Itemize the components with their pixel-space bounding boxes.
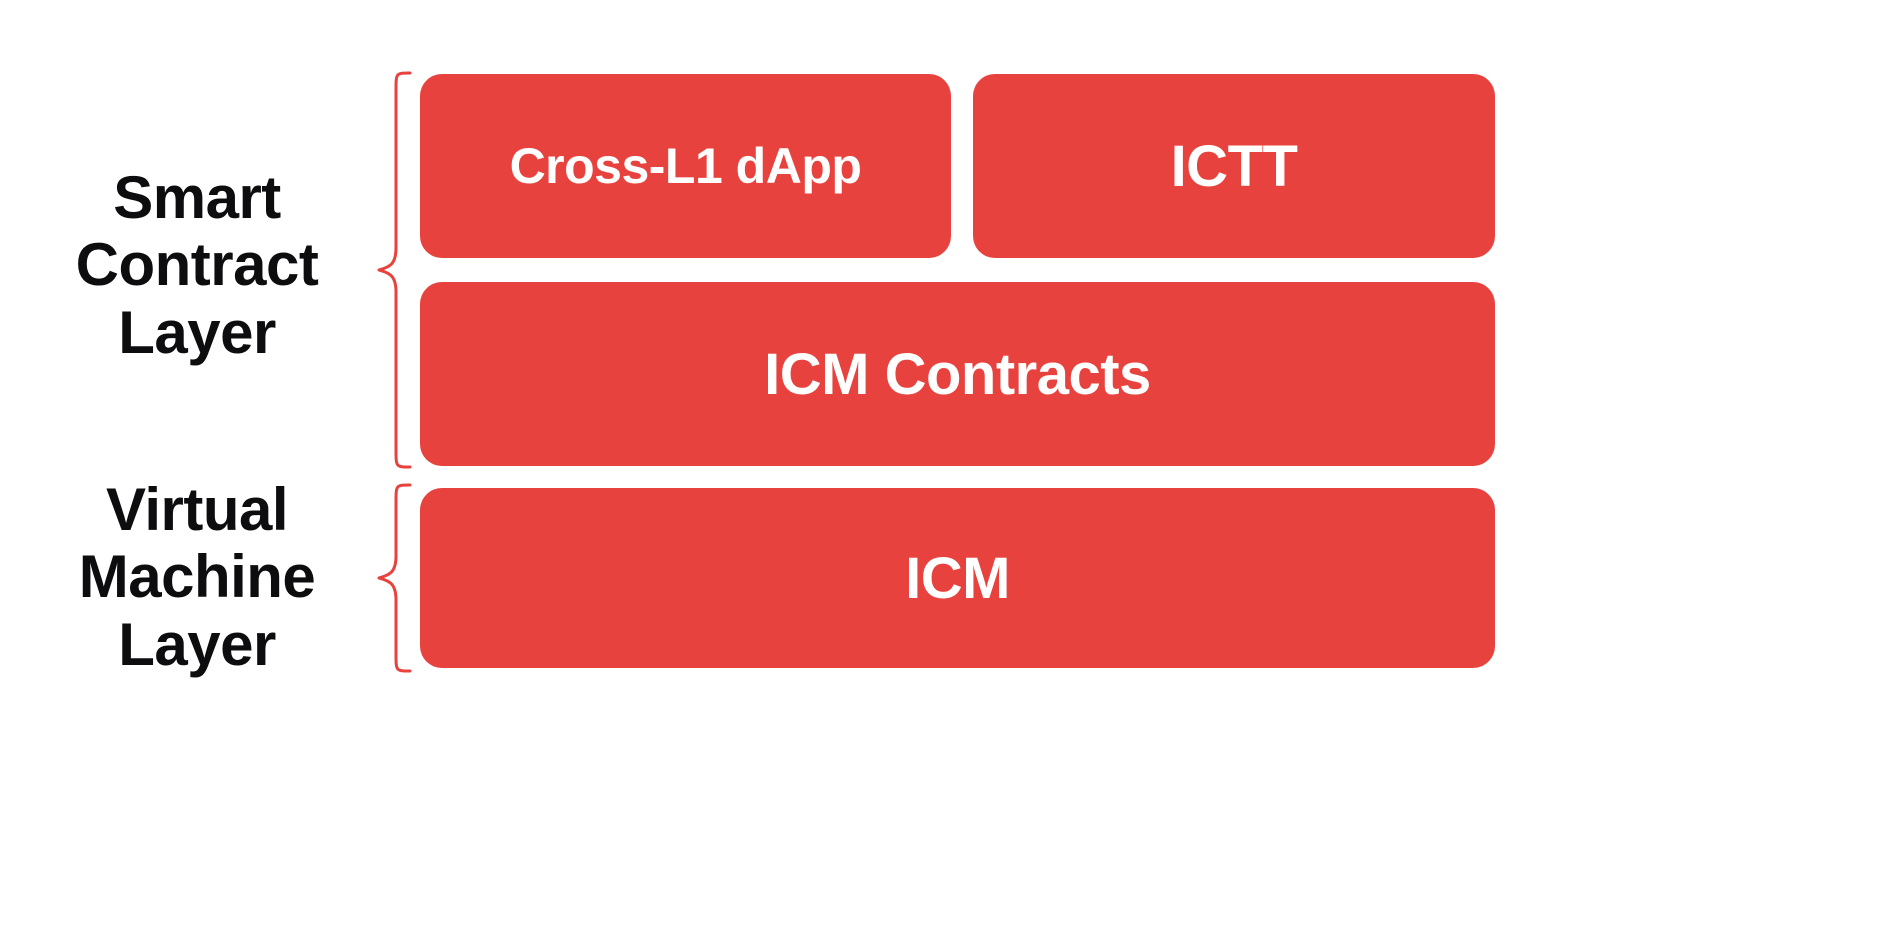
layer-label-virtual-machine: Virtual Machine Layer bbox=[78, 476, 316, 678]
curly-brace-virtual-machine bbox=[377, 483, 412, 673]
curly-brace-smart-contract bbox=[377, 71, 412, 469]
node-label-icm-contracts: ICM Contracts bbox=[764, 341, 1151, 407]
node-label-icm: ICM bbox=[905, 545, 1010, 611]
node-label-cross-l1-dapp: Cross-L1 dApp bbox=[509, 138, 862, 194]
node-cross-l1-dapp[interactable]: Cross-L1 dApp bbox=[420, 74, 951, 258]
node-icm[interactable]: ICM bbox=[420, 488, 1495, 668]
node-icm-contracts[interactable]: ICM Contracts bbox=[420, 282, 1495, 466]
node-label-ictt: ICTT bbox=[1170, 133, 1298, 199]
node-ictt[interactable]: ICTT bbox=[973, 74, 1495, 258]
layer-label-smart-contract: Smart Contract Layer bbox=[75, 164, 319, 366]
